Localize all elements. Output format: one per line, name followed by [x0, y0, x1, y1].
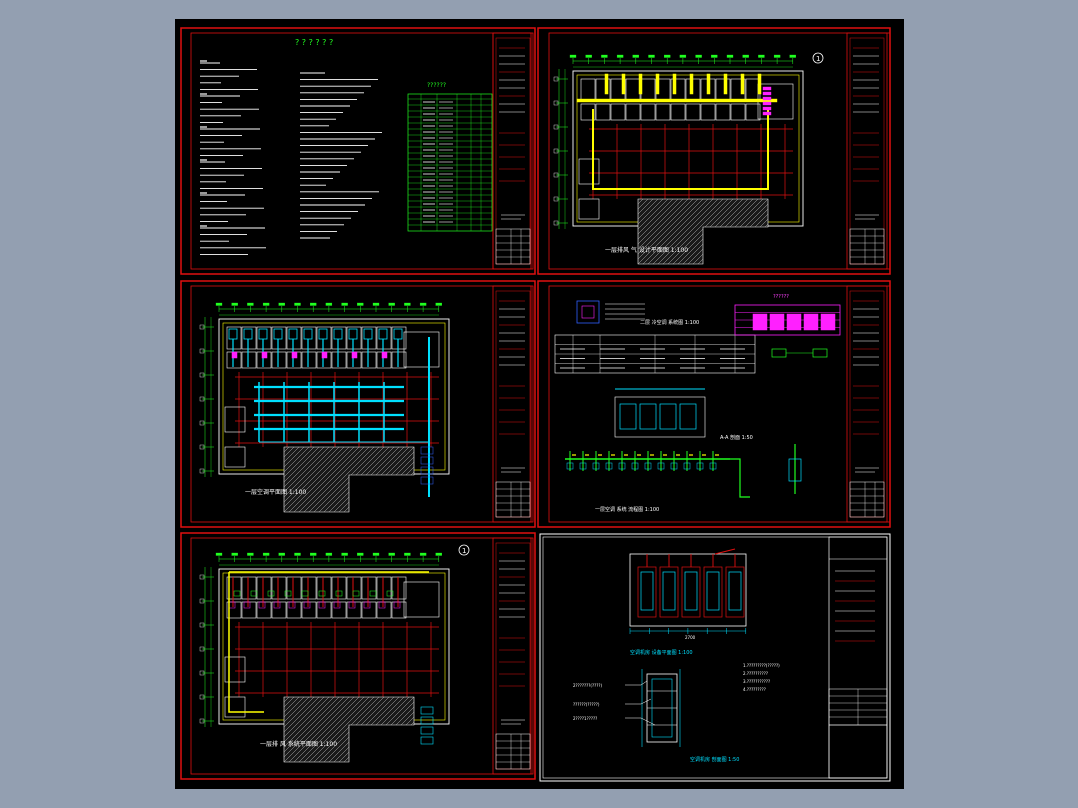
title-block — [492, 537, 534, 775]
equipment-table-title: ?????? — [773, 294, 789, 300]
sheet4-caption-bottom: 一层空调 系统 流程图 1:100 — [595, 506, 659, 513]
title-block — [492, 285, 534, 523]
sheet6-caption-plan: 空调机房 设备平面图 1:100 — [630, 649, 693, 656]
machine-room-note-1: 1.?????????(?????) — [743, 663, 780, 668]
sheet-piping-plan: 一层排 风 系统平面图 1:100 1 — [180, 532, 536, 780]
title-block — [846, 32, 888, 270]
sheet2-caption: 一层排风 气 设计平面图 1:100 — [605, 246, 688, 254]
grid-marker-1: 1 — [462, 547, 466, 555]
floor-plan — [199, 552, 450, 763]
floor-plan — [199, 302, 450, 513]
machine-room-note-4: 4.????????? — [743, 687, 766, 692]
sheet-ventilation-plan: 一层排风 气 设计平面图 1:100 1 — [537, 27, 891, 275]
title-block — [828, 536, 888, 779]
sheet-system-diagram: 二层 冷空调 系统图 1:100 A-A 剖面 1:50 一层空调 系统 流程图… — [537, 280, 891, 528]
dimension-label: 2700 — [685, 635, 696, 640]
sheet5-caption: 一层排 风 系统平面图 1:100 — [260, 740, 337, 748]
grid-marker-1: 1 — [816, 55, 820, 63]
callout-2: ??????(?????) — [573, 702, 600, 707]
sheet-notes: ? ? ? ? ? ? ?????? — [180, 27, 536, 275]
sheet4-caption-detail: A-A 剖面 1:50 — [720, 434, 753, 441]
floor-plan — [553, 54, 804, 265]
sheet-machine-room: 空调机房 设备平面图 1:100 空调机房 剖面图 1:50 2700 1.??… — [539, 533, 891, 782]
callout-3: 2????1????? — [573, 716, 597, 721]
sheet1-heading: ? ? ? ? ? ? — [295, 38, 333, 47]
notes-text-block — [200, 60, 382, 255]
sheet6-caption-section: 空调机房 剖面图 1:50 — [690, 756, 739, 763]
machine-room-note-2: 2.?????????? — [743, 671, 768, 676]
drawing-sheets: ? ? ? ? ? ? ?????? 一层排风 气 设计平面图 1:100 1 — [180, 27, 891, 782]
drawing-canvas[interactable]: ? ? ? ? ? ? ?????? 一层排风 气 设计平面图 1:100 1 — [175, 19, 904, 789]
legend-table — [407, 93, 493, 232]
machine-room-note-3: 3.??????????? — [743, 679, 770, 684]
title-block — [492, 32, 534, 270]
sheet4-caption-top: 二层 冷空调 系统图 1:100 — [640, 319, 699, 326]
legend-table-heading: ?????? — [427, 82, 446, 89]
callout-1: 2???????(????) — [573, 683, 602, 688]
sheet3-caption: 一层空调平面图 1:100 — [245, 488, 306, 496]
sheet-hvac-plan: 一层空调平面图 1:100 — [180, 280, 536, 528]
system-diagram — [554, 300, 841, 498]
title-block — [846, 285, 888, 523]
machine-room-drawings — [625, 548, 747, 747]
